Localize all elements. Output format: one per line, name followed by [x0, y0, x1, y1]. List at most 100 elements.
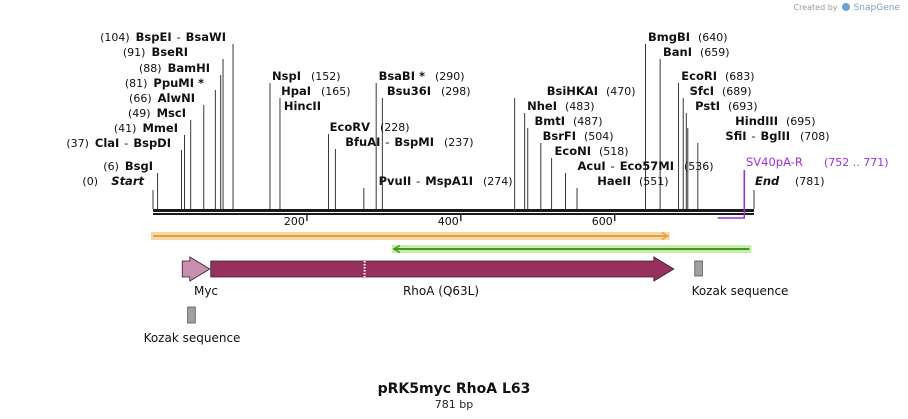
enzyme-name: Bsu36I	[387, 84, 431, 98]
ruler-line-top	[153, 209, 754, 212]
enzyme-name: PpuMI *	[153, 76, 204, 90]
site-position: (551)	[639, 175, 669, 188]
site-label: Eco57MI-AcuI (536)	[578, 159, 714, 173]
site-label: EcoRV(228)	[330, 120, 410, 134]
primer: SV40pA-R(752 .. 771)	[717, 155, 889, 219]
site-position: (228)	[380, 121, 410, 134]
snapgene-logo-icon	[842, 3, 851, 11]
enzyme-name: BfuAI	[345, 135, 380, 149]
site-label: PpuMI * (81)	[125, 76, 204, 90]
site-label: HindIII (695)	[735, 114, 815, 128]
site-position: (659)	[700, 46, 730, 59]
site-position: (6)	[103, 160, 119, 173]
start-marker: Start (0)	[82, 174, 144, 188]
enzyme-name: BmtI	[534, 114, 565, 128]
orf-arrowhead	[661, 231, 670, 241]
site-label: BanI (659)	[663, 45, 730, 59]
enzyme-name: BamHI	[168, 61, 210, 75]
ruler-tick-label: 200	[284, 215, 305, 228]
enzyme-name: BspMI	[394, 135, 434, 149]
site-leader-lines	[152, 44, 755, 209]
feature-box	[187, 306, 196, 324]
site-label: MspA1I-PvuII(274)	[379, 174, 513, 188]
site-label: AlwNI(66)	[129, 91, 195, 105]
site-position: (470)	[606, 85, 636, 98]
site-position: (298)	[441, 85, 471, 98]
orf-bar	[391, 244, 752, 254]
end-label: End	[755, 174, 780, 188]
enzyme-name: HindIII	[735, 114, 778, 128]
site-label: HincII	[284, 99, 321, 113]
ruler-line-bottom	[153, 213, 754, 215]
start-label: Start	[111, 174, 144, 188]
enzyme-name: BspDI	[133, 136, 171, 150]
enzyme-name: AcuI	[578, 159, 606, 173]
start-position: (0)	[82, 175, 98, 188]
enzyme-name: HaeII	[597, 174, 631, 188]
enzyme-name: Eco57MI	[620, 159, 674, 173]
site-label: BsiHKAI(470)	[547, 84, 636, 98]
name-separator: -	[124, 136, 128, 150]
site-position: (237)	[444, 136, 474, 149]
enzyme-name: BsgI	[125, 159, 153, 173]
ruler-tick-label: 600	[592, 215, 613, 228]
site-label: HaeII (551)	[597, 174, 668, 188]
orf-bars	[151, 231, 752, 254]
feature-box	[694, 260, 703, 277]
enzyme-name: BsrFI	[543, 129, 576, 143]
enzyme-name: MscI	[157, 106, 186, 120]
site-label: Bsu36I (298)	[387, 84, 471, 98]
enzyme-name: BseRI	[151, 45, 188, 59]
feature-label: Kozak sequence	[692, 284, 789, 298]
site-position: (695)	[786, 115, 816, 128]
site-label: BsaWI-BspEI(104)	[100, 30, 226, 44]
enzyme-name: EcoRI	[681, 69, 717, 83]
ruler-tick-label: 400	[438, 215, 459, 228]
site-label: BmtI(487)	[534, 114, 602, 128]
site-position: (640)	[698, 31, 728, 44]
feature-label: RhoA (Q63L)	[403, 284, 479, 298]
end-marker: End(781)	[755, 174, 825, 188]
site-position: (165)	[321, 85, 351, 98]
name-separator: -	[385, 135, 389, 149]
enzyme-name: ClaI	[95, 136, 119, 150]
feature: Myc	[181, 256, 218, 298]
enzyme-name: SfcI	[690, 84, 714, 98]
site-position: (81)	[125, 77, 148, 90]
snapgene-credit: Created by SnapGene	[793, 3, 900, 13]
site-label: BsrFI(504)	[543, 129, 614, 143]
feature: Kozak sequence	[692, 260, 789, 298]
enzyme-name: PvuII	[379, 174, 412, 188]
site-position: (693)	[728, 100, 758, 113]
site-position: (683)	[725, 70, 755, 83]
enzyme-name: MspA1I	[425, 174, 473, 188]
enzyme-name: AlwNI	[158, 91, 195, 105]
site-label: SfcI(689)	[690, 84, 752, 98]
primer-name: SV40pA-R	[746, 155, 803, 169]
plasmid-length: 781 bp	[435, 398, 473, 411]
name-separator: -	[611, 159, 615, 173]
site-label: MscI (49)	[128, 106, 186, 120]
site-position: (536)	[684, 160, 714, 173]
feature: Kozak sequence	[144, 306, 240, 345]
enzyme-name: HpaI	[281, 84, 311, 98]
enzyme-name: BanI	[663, 45, 692, 59]
primer-arrow	[717, 170, 746, 219]
site-position: (290)	[435, 70, 465, 83]
site-position: (518)	[599, 145, 629, 158]
site-label: HpaI (165)	[281, 84, 351, 98]
site-position: (483)	[565, 100, 595, 113]
site-position: (49)	[128, 107, 151, 120]
site-position: (37)	[66, 137, 89, 150]
site-position: (274)	[483, 175, 513, 188]
credit-brand: SnapGene	[853, 3, 900, 13]
site-label: BsaBI *(290)	[379, 69, 465, 83]
site-position: (152)	[311, 70, 341, 83]
enzyme-name: PstI	[695, 99, 720, 113]
enzyme-name: BglII	[761, 129, 791, 143]
enzyme-name: EcoNI	[555, 144, 591, 158]
site-position: (104)	[100, 31, 130, 44]
feature-label: Myc	[194, 284, 218, 298]
